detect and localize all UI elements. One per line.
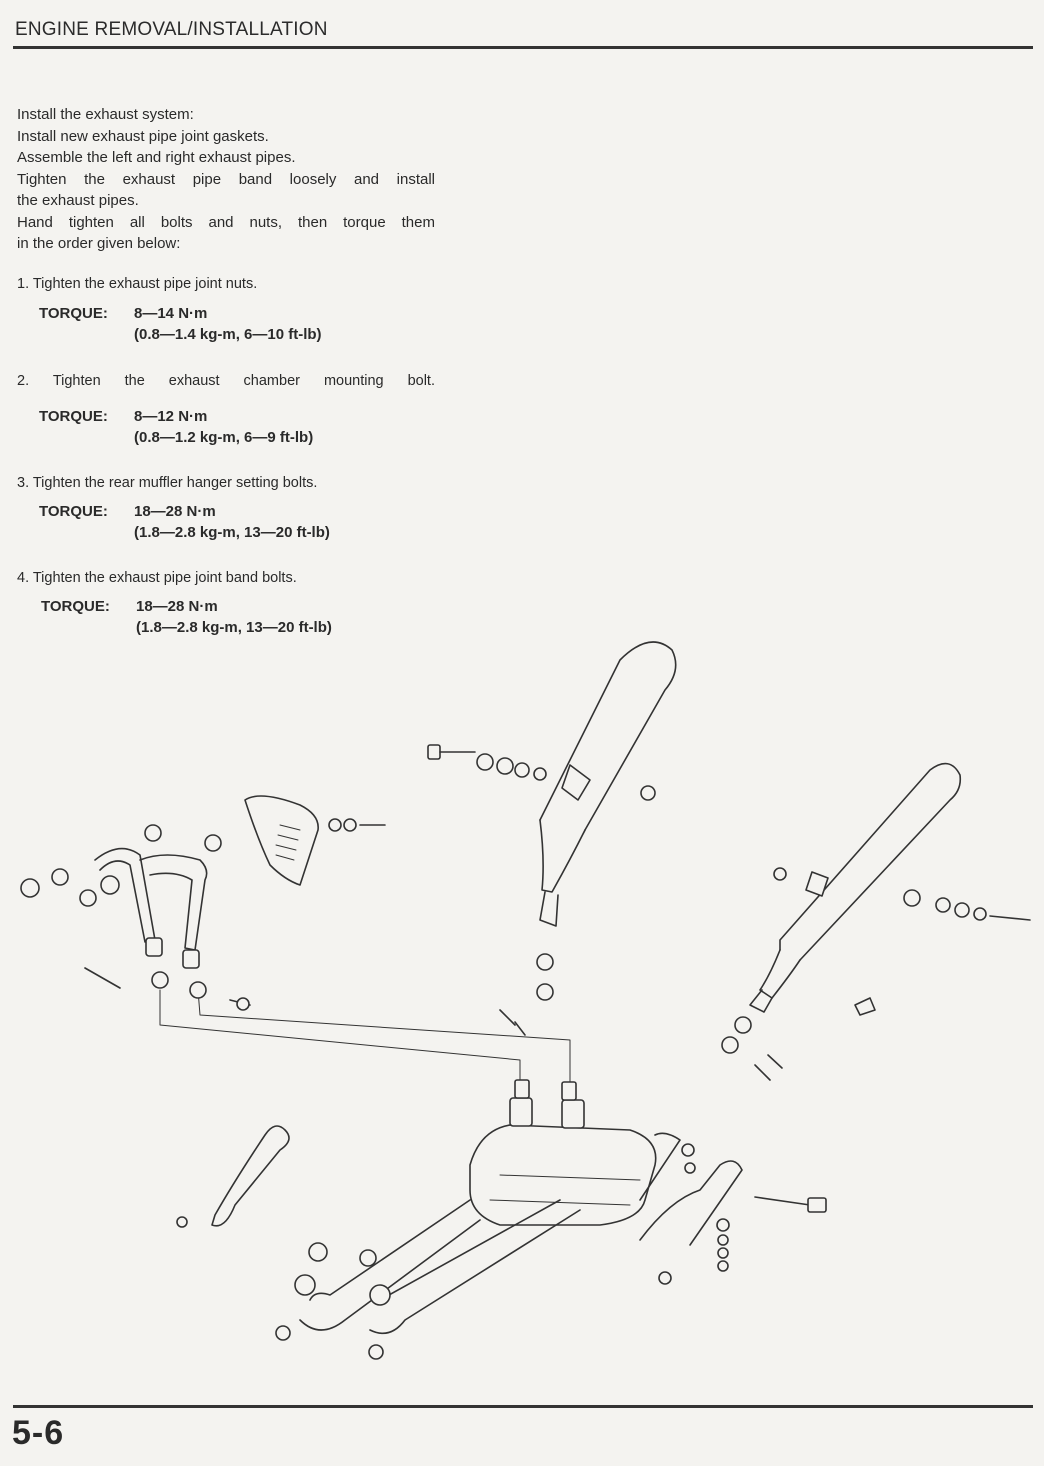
intro-instructions: Install the exhaust system: Install new … <box>17 104 435 255</box>
torque-alt: (1.8—2.8 kg-m, 13—20 ft-lb) <box>136 619 332 636</box>
page-header-title: ENGINE REMOVAL/INSTALLATION <box>15 19 328 40</box>
intro-line: Assemble the left and right exhaust pipe… <box>17 149 296 166</box>
torque-si: 8—12 N·m <box>134 408 208 425</box>
torque-alt: (1.8—2.8 kg-m, 13—20 ft-lb) <box>134 524 330 541</box>
torque-label: TORQUE: <box>39 503 108 520</box>
torque-alt: (0.8—1.2 kg-m, 6—9 ft-lb) <box>134 429 314 446</box>
step-1-text: 1. Tighten the exhaust pipe joint nuts. <box>17 276 258 292</box>
intro-line: in the order given below: <box>17 235 181 252</box>
intro-line: Tighten the exhaust pipe band loosely an… <box>17 170 435 188</box>
intro-line: Install new exhaust pipe joint gaskets. <box>17 127 269 145</box>
step-2-torque: TORQUE: 8—12 N·m (0.8—1.2 kg-m, 6—9 ft-lb… <box>39 408 313 446</box>
step-4-text: 4. Tighten the exhaust pipe joint band b… <box>17 570 297 586</box>
rear-exhaust-pipes <box>299 1132 743 1335</box>
torque-si: 18—28 N·m <box>134 503 216 520</box>
step-2-text: 2. Tighten the exhaust chamber mounting … <box>17 373 435 389</box>
heat-shield <box>244 795 319 886</box>
left-muffler <box>539 641 677 927</box>
torque-label: TORQUE: <box>41 598 110 615</box>
page-number: 5-6 <box>12 1414 65 1452</box>
intro-line: Install the exhaust system: <box>17 106 194 123</box>
step-3-text: 3. Tighten the rear muffler hanger setti… <box>17 475 318 491</box>
torque-alt: (0.8—1.4 kg-m, 6—10 ft-lb) <box>134 326 322 343</box>
footer-rule <box>13 1405 1033 1408</box>
front-exhaust-pipes <box>94 847 208 969</box>
header-rule <box>13 46 1033 49</box>
bolts-and-nuts <box>20 744 1031 1360</box>
torque-label: TORQUE: <box>39 305 108 322</box>
exhaust-system-exploded-diagram <box>20 641 1031 1360</box>
step-1-torque: TORQUE: 8—14 N·m (0.8—1.4 kg-m, 6—10 ft-l… <box>39 305 322 343</box>
torque-si: 18—28 N·m <box>136 598 218 615</box>
step-4-torque: TORQUE: 18—28 N·m (1.8—2.8 kg-m, 13—20 ft… <box>41 598 332 636</box>
step-3-torque: TORQUE: 18—28 N·m (1.8—2.8 kg-m, 13—20 ft… <box>39 503 330 541</box>
exhaust-chamber <box>469 1079 657 1226</box>
intro-line: the exhaust pipes. <box>17 192 139 209</box>
torque-label: TORQUE: <box>39 408 108 425</box>
intro-line: Hand tighten all bolts and nuts, then to… <box>17 213 435 231</box>
torque-si: 8—14 N·m <box>134 305 208 322</box>
assembly-guide-lines <box>159 989 571 1083</box>
right-muffler <box>749 762 962 1013</box>
muffler-hanger-bracket <box>211 1125 290 1227</box>
